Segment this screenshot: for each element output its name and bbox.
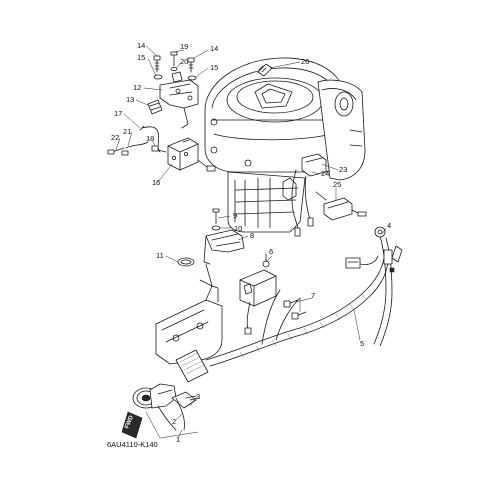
fwd-label: FWD bbox=[124, 414, 135, 430]
callout-4: 4 bbox=[387, 221, 391, 230]
callout-13: 13 bbox=[126, 95, 134, 104]
wire-harness-assembly bbox=[205, 226, 403, 367]
lower-bracket bbox=[155, 263, 223, 383]
callout-21: 21 bbox=[123, 127, 131, 136]
callout-17: 17 bbox=[114, 109, 122, 118]
callout-26: 26 bbox=[301, 57, 309, 66]
callout-14-right: 14 bbox=[210, 44, 218, 53]
callout-7: 7 bbox=[311, 291, 315, 300]
bolt-14-right bbox=[187, 57, 195, 73]
main-switch-assembly bbox=[132, 383, 199, 431]
callout-10: 10 bbox=[234, 224, 242, 233]
figure-code: 6AU4110-K140 bbox=[107, 440, 158, 449]
callout-9: 9 bbox=[233, 211, 237, 220]
callout-11: 11 bbox=[156, 251, 164, 260]
callout-19: 19 bbox=[180, 42, 188, 51]
callout-20: 20 bbox=[180, 57, 188, 66]
callout-16: 16 bbox=[152, 178, 160, 187]
rectifier-assembly bbox=[291, 153, 367, 237]
callout-8: 8 bbox=[250, 231, 254, 240]
callout-15-right: 15 bbox=[210, 63, 218, 72]
callout-12: 12 bbox=[133, 83, 141, 92]
cdi-unit-assembly bbox=[107, 125, 216, 172]
callout-labels: 14 19 14 15 20 15 26 13 12 17 21 22 18 1… bbox=[107, 41, 391, 449]
callout-18: 18 bbox=[146, 134, 154, 143]
callout-24: 24 bbox=[321, 169, 329, 178]
engine-block bbox=[204, 57, 366, 233]
relay-6-assembly bbox=[239, 253, 307, 335]
callout-5: 5 bbox=[360, 339, 364, 348]
callout-14-left: 14 bbox=[137, 41, 145, 50]
leader-lines bbox=[115, 45, 387, 439]
callout-15-left: 15 bbox=[137, 53, 145, 62]
callout-1: 1 bbox=[176, 435, 180, 444]
callout-22: 22 bbox=[111, 133, 119, 142]
callout-3: 3 bbox=[196, 392, 200, 401]
callout-25: 25 bbox=[333, 180, 341, 189]
callout-6: 6 bbox=[269, 247, 273, 256]
bolt-14-left bbox=[153, 55, 161, 73]
callout-2: 2 bbox=[172, 417, 176, 426]
fwd-direction-arrow: FWD bbox=[121, 411, 143, 439]
ignition-bracket-assembly bbox=[147, 51, 199, 129]
callout-23: 23 bbox=[339, 165, 347, 174]
bracket-8-assembly bbox=[177, 208, 245, 267]
